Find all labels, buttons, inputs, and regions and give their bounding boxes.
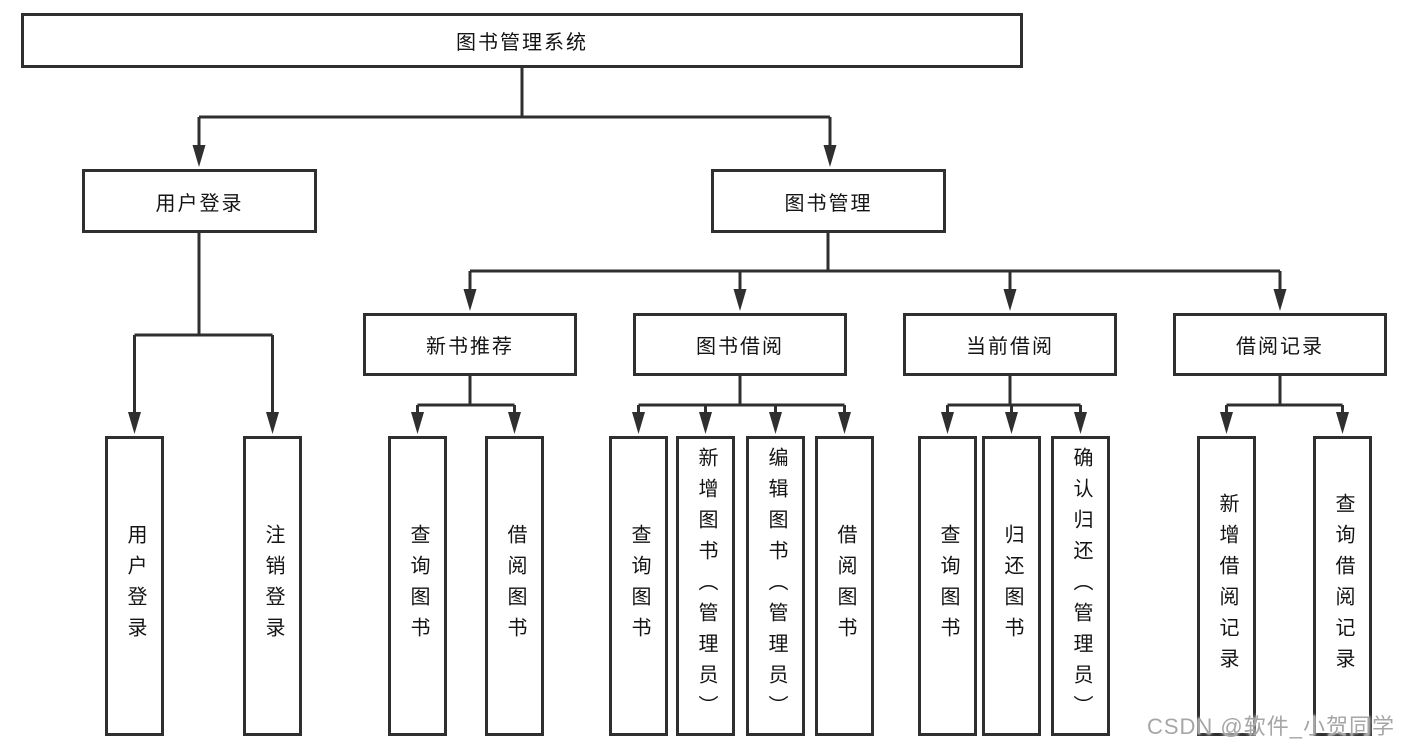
leaf-records-add-borrow-record: 新增借阅记录 (1197, 436, 1256, 736)
arrowhead (823, 145, 837, 167)
connector-book-management (468, 233, 1282, 291)
arrowhead (699, 412, 712, 434)
node-current-borrowing: 当前借阅 (903, 313, 1117, 376)
connector-new-book (416, 376, 516, 414)
arrowhead (411, 412, 424, 434)
leaf-logout-login: 注销登录 (243, 436, 302, 736)
arrowhead (769, 412, 782, 434)
csdn-watermark: CSDN @软件_小贺同学 (1146, 714, 1395, 739)
arrowhead (632, 412, 645, 434)
arrowhead (508, 412, 521, 434)
node-user-login: 用户登录 (82, 169, 317, 233)
leaf-borrowing-add-books-admin: 新增图书（管理员） (676, 436, 735, 736)
leaf-current-return-books: 归还图书 (982, 436, 1041, 736)
connector-root (197, 68, 832, 147)
arrowhead (838, 412, 851, 434)
arrowhead (1074, 412, 1087, 434)
connector-current-borrowing (946, 376, 1082, 414)
leaf-user-login: 用户登录 (105, 436, 164, 736)
leaf-newbook-query-books: 查询图书 (388, 436, 447, 736)
node-book-management: 图书管理 (711, 169, 946, 233)
arrowhead (733, 289, 747, 311)
connector-book-borrowing (637, 376, 846, 414)
arrowhead (1220, 412, 1233, 434)
arrowhead (1273, 289, 1287, 311)
arrowhead (266, 412, 279, 434)
leaf-newbook-borrow-books: 借阅图书 (485, 436, 544, 736)
node-book-borrowing: 图书借阅 (633, 313, 847, 376)
node-borrowing-records: 借阅记录 (1173, 313, 1387, 376)
node-library-management-system: 图书管理系统 (21, 13, 1023, 68)
leaf-current-query-books: 查询图书 (918, 436, 977, 736)
arrowhead (1003, 289, 1017, 311)
arrowhead (463, 289, 477, 311)
arrowhead (1005, 412, 1018, 434)
arrowhead (1336, 412, 1349, 434)
leaf-current-confirm-return-admin: 确认归还（管理员） (1051, 436, 1110, 736)
arrowhead (941, 412, 954, 434)
leaf-borrowing-query-books: 查询图书 (609, 436, 668, 736)
connector-borrowing-records (1225, 376, 1344, 414)
arrowhead (192, 145, 206, 167)
node-new-book-recommendation: 新书推荐 (363, 313, 577, 376)
leaf-records-query-borrow-record: 查询借阅记录 (1313, 436, 1372, 736)
arrowhead (128, 412, 141, 434)
connector-user-login (133, 233, 274, 414)
leaf-borrowing-borrow-books: 借阅图书 (815, 436, 874, 736)
leaf-borrowing-edit-books-admin: 编辑图书（管理员） (746, 436, 805, 736)
